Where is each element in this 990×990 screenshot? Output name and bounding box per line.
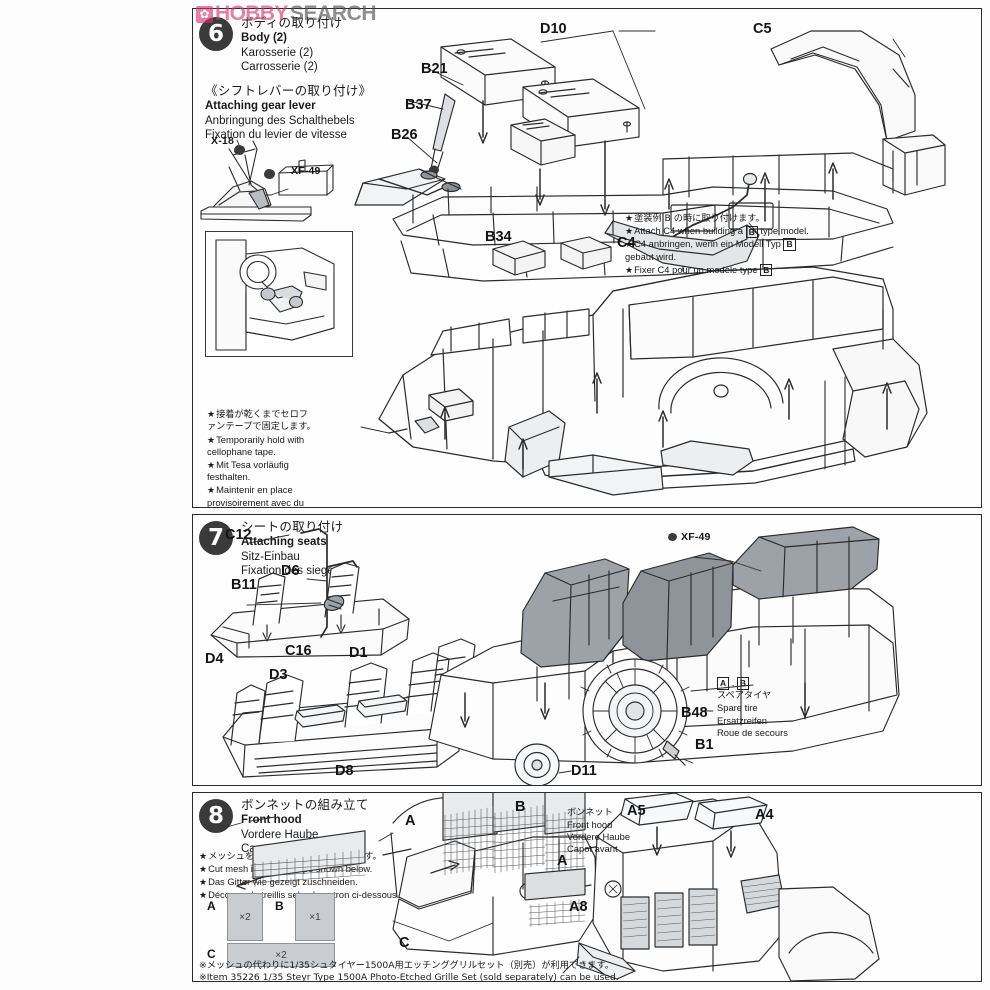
c4-note-fr: Fixer C4 pour un modèle type B xyxy=(625,264,821,277)
front-hood-callout: ボンネット Front hood Vordere Haube Capot ava… xyxy=(567,807,653,856)
spare-tire-callout: A , B スペアタイヤ Spare tire Ersatzreifen Rou… xyxy=(717,677,827,740)
step-6-titles: ボディの取り付け Body (2) Karosserie (2) Carross… xyxy=(241,15,343,75)
part-label-b21: B21 xyxy=(421,61,448,77)
step-6-title-jp: ボディの取り付け xyxy=(241,15,343,30)
part-label-a: A xyxy=(557,853,568,869)
part-label-c5: C5 xyxy=(753,21,772,37)
step-6-title-fr: Carrosserie (2) xyxy=(241,61,318,74)
gear-lever-title-jp: 《シフトレバーの取り付け》 xyxy=(205,83,372,98)
part-label-d10: D10 xyxy=(540,21,567,37)
part-label-a5: A5 xyxy=(627,803,646,819)
part-label-d8: D8 xyxy=(335,763,354,779)
hood-label-jp: ボンネット xyxy=(567,807,613,818)
gear-lever-title-en: Attaching gear lever xyxy=(205,100,316,112)
step-7-title-jp: シートの取り付け xyxy=(241,519,344,534)
step-7-badge: 7 xyxy=(199,521,233,555)
mesh-note-en: Cut mesh into size/shape shown below. xyxy=(199,863,559,876)
inset-artwork xyxy=(215,239,335,351)
part-label-d6: D6 xyxy=(281,563,300,579)
mesh-table-label-a: A xyxy=(207,899,216,913)
c4-typebox-fr: B xyxy=(760,263,773,277)
spare-tire-en: Spare tire xyxy=(717,702,758,714)
gear-lever-detail-inset xyxy=(205,231,353,357)
part-label-d11: D11 xyxy=(571,763,597,779)
step-8-title-en: Front hood xyxy=(241,814,302,826)
tape-note-de: Mit Tesa vorläufig festhalten. xyxy=(207,459,327,484)
mesh-swatch-a: ×2 xyxy=(227,893,263,941)
part-label-b26: B26 xyxy=(391,127,418,143)
hood-label-fr: Capot avant xyxy=(567,843,618,855)
part-label-d4: D4 xyxy=(205,651,224,667)
mesh-callout-a: A xyxy=(405,813,416,829)
spare-tire-jp: スペアタイヤ xyxy=(717,689,772,701)
c4-build-note: 塗装例 B の時に取り付けます。 Attach C4 when building… xyxy=(625,213,821,277)
spare-tire-type-a: A xyxy=(717,677,730,690)
c4-note-en-1: Attach C4 when building a xyxy=(625,225,743,236)
c4-note-de-1: C4 anbringen, wenn ein Modell Typ xyxy=(625,238,781,249)
cellophane-tape-note: 接着が乾くまでセロフ ァンテープで固定します。 Temporarily hold… xyxy=(207,409,327,507)
part-label-d1: D1 xyxy=(349,645,368,661)
step-8-titles: ボンネットの組み立て Front hood Vordere Haube Capo… xyxy=(241,797,369,857)
gear-lever-title-de: Anbringung des Schalthebels xyxy=(205,114,355,127)
spare-tire-de: Ersatzreifen xyxy=(717,714,768,726)
step-7-panel: 7 シートの取り付け Attaching seats Sitz-Einbau F… xyxy=(192,514,982,786)
part-label-a4: A4 xyxy=(755,807,774,823)
gear-lever-title-fr: Fixation du levier de vitesse xyxy=(205,129,347,142)
c4-note-jp: 塗装例 B の時に取り付けます。 xyxy=(625,213,821,225)
step-8-badge: 8 xyxy=(199,799,233,833)
part-label-d3: D3 xyxy=(269,667,288,683)
mesh-swatch-b: ×1 xyxy=(295,893,335,941)
step-8-title-jp: ボンネットの組み立て xyxy=(241,797,369,812)
paint-dot-xf49-step7 xyxy=(668,533,677,541)
tape-note-fr: Maintenir en place provisoirement avec d… xyxy=(207,484,327,507)
tape-note-jp-2: ァンテープで固定します。 xyxy=(207,421,316,433)
c4-note-en: Attach C4 when building a B type model. xyxy=(625,225,821,239)
c4-note-fr-1: Fixer C4 pour un modèle type xyxy=(625,264,758,275)
paint-dot-x18 xyxy=(234,145,245,155)
hood-label-en: Front hood xyxy=(567,818,613,830)
step-7-title-en: Attaching seats xyxy=(241,536,327,548)
part-label-b1: B1 xyxy=(695,737,714,753)
part-label-c16: C16 xyxy=(285,643,312,659)
mesh-table-label-c: C xyxy=(207,947,216,961)
part-label-b11: B11 xyxy=(231,577,257,593)
footnote-en: ※Item 35226 1/35 Steyr Type 1500A Photo-… xyxy=(199,972,619,982)
step-8-panel: 8 ボンネットの組み立て Front hood Vordere Haube Ca… xyxy=(192,792,982,982)
spare-tire-fr: Roue de secours xyxy=(717,727,788,739)
part-label-b48: B48 xyxy=(681,705,708,721)
gear-lever-subtitles: 《シフトレバーの取り付け》 Attaching gear lever Anbri… xyxy=(205,83,371,143)
spare-tire-types: A , B xyxy=(717,677,827,690)
step-6-title-en: Body (2) xyxy=(241,32,287,44)
mesh-note-de: Das Gitter wie gezeigt zuschneiden. xyxy=(199,876,559,889)
mesh-callout-b: B xyxy=(515,799,526,815)
paint-dot-xf49-step6 xyxy=(264,169,275,179)
paint-label-x18: X-18 xyxy=(211,135,234,147)
c4-note-de: C4 anbringen, wenn ein Modell Typ B geba… xyxy=(625,238,821,263)
part-label-c12: C12 xyxy=(225,527,252,543)
tape-note-en: Temporarily hold with cellophane tape. xyxy=(207,434,327,459)
paint-label-xf49-step7: XF-49 xyxy=(681,531,711,543)
step-6-title-de: Karosserie (2) xyxy=(241,46,314,59)
mesh-table-label-b: B xyxy=(275,899,284,913)
step-8-title-de: Vordere Haube xyxy=(241,828,319,841)
part-label-b37: B37 xyxy=(405,97,432,113)
hood-label-de: Vordere Haube xyxy=(567,831,631,843)
c4-typebox-de: B xyxy=(783,238,796,251)
mesh-note-jp: メッシュを下図の大ささに切り出します。 xyxy=(199,851,559,863)
part-label-b34: B34 xyxy=(485,229,512,245)
c4-typebox-en: B xyxy=(745,225,758,239)
step-6-badge: 6 xyxy=(199,17,233,51)
paint-label-xf49-step6: XF-49 xyxy=(291,165,321,177)
spare-tire-type-b: B xyxy=(736,677,750,690)
footnote-jp: ※メッシュの代わりに1/35シュタイヤー1500A用エッチンググリルセット（別売… xyxy=(199,960,614,971)
c4-note-de-2: gebaut wird. xyxy=(625,250,677,262)
step-6-panel: 6 ボディの取り付け Body (2) Karosserie (2) Carro… xyxy=(192,8,982,508)
mesh-callout-c: C xyxy=(399,935,410,951)
part-label-a8: A8 xyxy=(569,899,588,915)
c4-note-en-2: type model. xyxy=(760,225,809,237)
mesh-swatch-c: ×2 xyxy=(227,943,335,967)
tape-note-jp-1: 接着が乾くまでセロフ xyxy=(207,409,327,421)
part-label-c4: C4 xyxy=(617,235,636,251)
step-7-title-de: Sitz-Einbau xyxy=(241,550,300,563)
